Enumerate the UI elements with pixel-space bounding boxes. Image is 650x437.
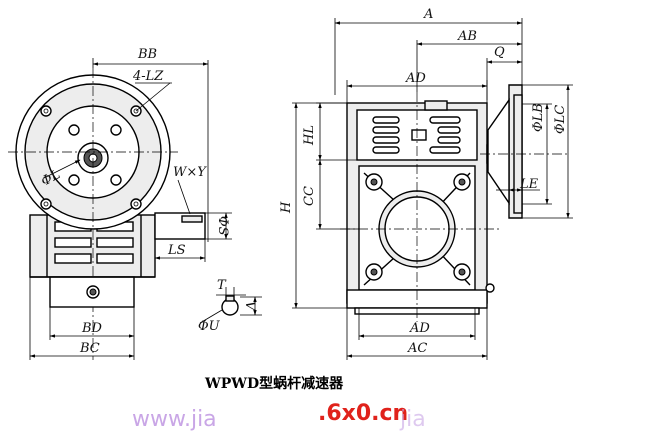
watermark-domain: .6x0.cn [318, 401, 408, 426]
dim-AB: AB [457, 29, 477, 44]
dim-WY: W×Y [173, 165, 207, 180]
dim-T: T [217, 278, 227, 293]
right-corner-bolts [365, 173, 471, 281]
right-top-plug [424, 100, 448, 111]
dim-AD-bottom: AD [409, 321, 430, 336]
dim-U: ΦU [198, 319, 221, 334]
right-top-fins [372, 116, 461, 154]
watermark-prefix: www.jia [132, 407, 217, 432]
dim-Q: Q [494, 45, 505, 60]
drawing-caption: WPWD型蜗杆减速器 [204, 375, 344, 392]
dim-S: ΦS [215, 216, 230, 236]
left-dimensions: BB 4-LZ ΦL W×Y ΦS LS T V ΦU [29, 47, 262, 360]
dim-V: V [242, 301, 257, 312]
dim-H: H [279, 201, 294, 214]
dim-LZ: 4-LZ [132, 69, 164, 84]
right-dimensions: A AB Q AD HL CC H ΦLB Φ [279, 7, 573, 360]
dim-A: A [423, 7, 433, 22]
dim-BB: BB [137, 47, 157, 62]
watermark: www.jia .6x0.cn jia [132, 401, 426, 432]
watermark-tail: jia [399, 407, 426, 432]
dim-LB: ΦLB [531, 103, 546, 132]
dim-LE: LE [519, 177, 539, 192]
dim-AC: AC [407, 341, 427, 356]
dim-LC: ΦLC [553, 105, 568, 134]
dim-CC: CC [302, 186, 317, 206]
dim-AD-top: AD [405, 71, 426, 86]
right-view [340, 84, 570, 322]
dim-LS: LS [167, 243, 186, 258]
left-view [8, 68, 206, 360]
dim-BC: BC [79, 341, 100, 356]
dim-HL: HL [302, 125, 317, 146]
dim-BD: BD [81, 321, 103, 336]
